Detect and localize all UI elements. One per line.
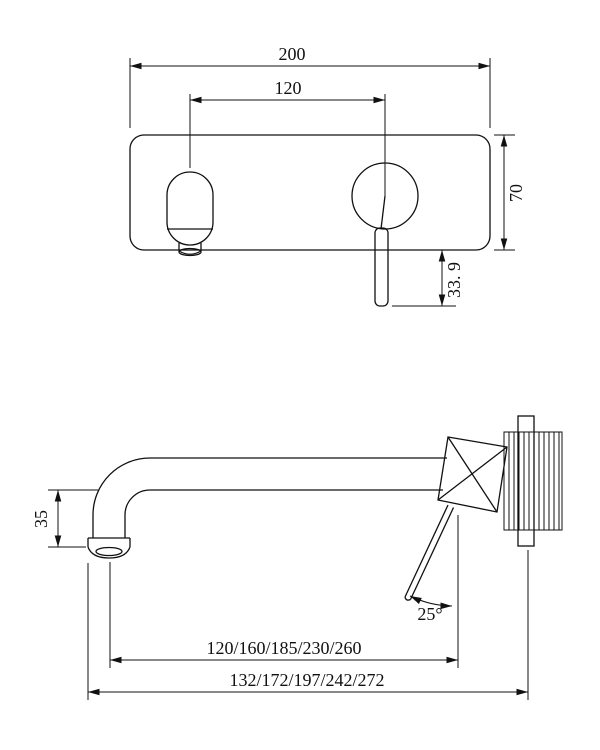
label-outlet-drop: 35 <box>31 510 51 528</box>
front-view-dimensions <box>129 58 515 307</box>
handle-side <box>404 504 455 601</box>
aerator-ellipse <box>178 247 202 257</box>
handle-lever-edge <box>404 504 449 598</box>
wall-plate <box>129 134 491 251</box>
spout-front <box>166 171 214 257</box>
handle-lever-front <box>374 227 389 307</box>
wall-flange-side <box>517 415 535 547</box>
side-view <box>87 415 563 601</box>
handle-pin-line <box>380 195 386 230</box>
handle-lever-edge <box>409 507 455 600</box>
spout-side <box>87 457 447 559</box>
cartridge-knurl <box>503 431 563 531</box>
label-handle-extension: 33. 9 <box>444 262 464 298</box>
label-plate-height: 70 <box>506 184 526 202</box>
label-overall-reach-variants: 132/172/197/242/272 <box>229 670 384 690</box>
spout-escutcheon <box>166 171 214 246</box>
angle-arc <box>409 595 453 610</box>
label-spout-reach-variants: 120/160/185/230/260 <box>206 638 361 658</box>
aerator-cap <box>87 546 131 559</box>
label-plate-width: 200 <box>279 44 306 64</box>
front-view <box>129 134 491 307</box>
spout-elbow-outer <box>92 457 151 538</box>
knurl-outline <box>503 431 563 531</box>
side-view-dimensions <box>48 489 529 700</box>
label-spout-to-handle: 120 <box>275 78 302 98</box>
dimension-labels: 200 120 70 33. 9 35 25° 120/160/185/230/… <box>31 44 526 690</box>
body-diagonal <box>447 436 498 513</box>
aerator-outlet-ellipse <box>95 546 123 557</box>
body-diagonal <box>437 446 508 501</box>
spout-elbow-inner <box>124 489 151 538</box>
label-handle-angle: 25° <box>417 604 442 624</box>
handle-lever-tip <box>404 596 411 601</box>
mixer-body-side <box>437 436 508 513</box>
